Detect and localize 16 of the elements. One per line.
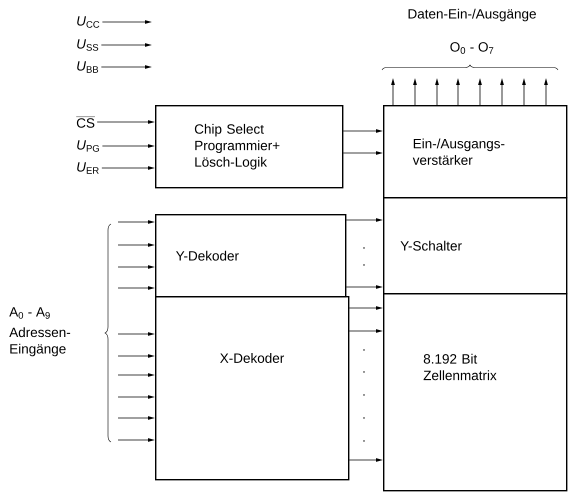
label: O$_{0}$ - O$_{7}$ — [450, 42, 494, 54]
block-box: Ein-/Ausgangs-verstärker — [383, 105, 568, 198]
label: A$_{0}$ - A$_{9}$ — [9, 307, 50, 319]
signal-label: U$_{BB}$ — [77, 61, 98, 73]
block-box: 8.192 Bit Zellenmatrix — [383, 293, 568, 492]
signal-label: U$_{PG}$ — [77, 140, 99, 152]
signal-label: U$_{CC}$ — [77, 16, 100, 28]
label: Adressen-Eingänge — [9, 327, 70, 356]
block-box: Y-Dekoder — [155, 214, 346, 298]
signal-label: U$_{ER}$ — [77, 162, 99, 174]
signal-label: U$_{SS}$ — [77, 39, 98, 51]
signal-label: CS — [76, 116, 96, 128]
block-box: Y-Schalter — [383, 197, 568, 294]
block-box: X-Dekoder — [155, 296, 350, 480]
label: Daten-Ein-/Ausgänge — [408, 8, 536, 22]
block-box: Chip Select Programmier+ Lösch-Logik — [155, 105, 344, 188]
